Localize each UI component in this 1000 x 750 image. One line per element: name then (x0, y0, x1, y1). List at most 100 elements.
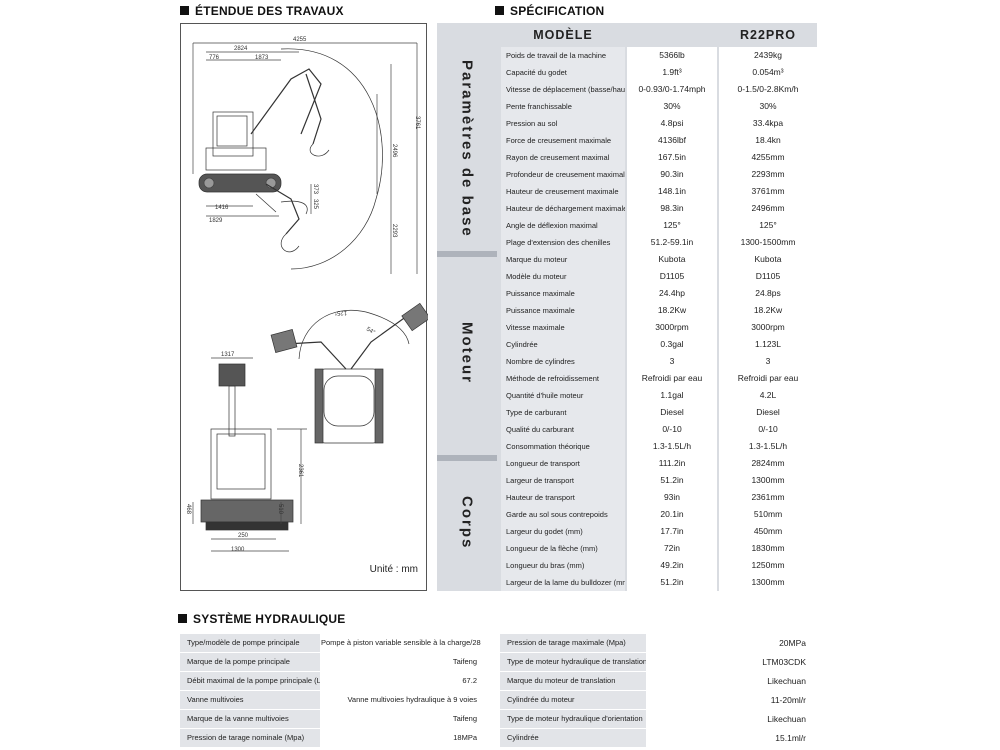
spec-label: Marque du moteur (501, 251, 625, 268)
spec-value-metric: 2824mm (719, 455, 817, 472)
spec-value-imperial: 90.3in (627, 166, 717, 183)
work-range-drawing: 4255 2824 776 1873 3761 2496 373 325 141… (180, 23, 428, 591)
hydraulic-value: 15.1ml/r (648, 729, 816, 747)
spec-value-imperial: 18.2Kw (627, 302, 717, 319)
hydraulic-value: 20MPa (648, 634, 816, 652)
hydraulic-label: Marque du moteur de translation (500, 672, 646, 690)
spec-value-metric: 30% (719, 98, 817, 115)
spec-value-metric: 1.3-1.5L/h (719, 438, 817, 455)
dim-373: 373 (312, 184, 318, 195)
hydraulic-label: Vanne multivoies (180, 691, 320, 709)
spec-value-metric: 1300mm (719, 472, 817, 489)
spec-label: Longueur de transport (501, 455, 625, 472)
square-bullet-icon (180, 6, 189, 15)
hydraulic-row: Pression de tarage maximale (Mpa)20MPa (500, 634, 816, 652)
spec-row: Méthode de refroidissement Refroidi par e… (501, 370, 817, 387)
spec-value-imperial: 1.1gal (627, 387, 717, 404)
spec-value-imperial: 125° (627, 217, 717, 234)
spec-value-metric: 1830mm (719, 540, 817, 557)
spec-value-metric: Kubota (719, 251, 817, 268)
hydraulic-label: Débit maximal de la pompe principale (L/… (180, 672, 320, 690)
spec-value-metric: Refroidi par eau (719, 370, 817, 387)
spec-value-imperial: 20.1in (627, 506, 717, 523)
spec-value-imperial: 0/-10 (627, 421, 717, 438)
spec-value-metric: 18.4kn (719, 132, 817, 149)
spec-value-metric: 1.123L (719, 336, 817, 353)
spec-value-imperial: 24.4hp (627, 285, 717, 302)
spec-value-imperial: 98.3in (627, 200, 717, 217)
dim-1829: 1829 (209, 218, 223, 224)
angle-54: 54° (365, 327, 376, 337)
dim-1300: 1300 (231, 547, 245, 553)
work-range-title-text: ÉTENDUE DES TRAVAUX (195, 4, 344, 18)
group-title-wrap: Moteur (437, 251, 497, 455)
header-model-label: MODÈLE (533, 28, 593, 42)
group-0: Paramètres de base (437, 47, 497, 251)
hydraulic-value: Likechuan (648, 710, 816, 728)
spec-row: Largeur de la lame du bulldozer (mm)51.2… (501, 574, 817, 591)
dim-2293: 2293 (391, 224, 397, 238)
spec-value-imperial: 0-0.93/0-1.74mph (627, 81, 717, 98)
spec-value-imperial: 4.8psi (627, 115, 717, 132)
spec-label: Longueur de la flèche (mm) (501, 540, 625, 557)
hydraulic-label: Cylindrée (500, 729, 646, 747)
dim-325: 325 (312, 199, 318, 210)
spec-value-imperial: Diesel (627, 404, 717, 421)
spec-value-metric: 2293mm (719, 166, 817, 183)
spec-value-metric: 33.4kpa (719, 115, 817, 132)
spec-label: Pression au sol (501, 115, 625, 132)
work-range-title: ÉTENDUE DES TRAVAUX (180, 4, 344, 18)
spec-value-imperial: 93in (627, 489, 717, 506)
hydraulic-value: Pompe à piston variable sensible à la ch… (321, 634, 487, 652)
group-2: Corps (437, 455, 497, 591)
hydraulic-value: Vanne multivoies hydraulique à 9 voies (321, 691, 487, 709)
spec-label: Plage d'extension des chenilles (501, 234, 625, 251)
spec-label: Méthode de refroidissement (501, 370, 625, 387)
hydraulic-value: LTM03CDK (648, 653, 816, 671)
spec-value-imperial: 49.2in (627, 557, 717, 574)
hydraulic-title: SYSTÈME HYDRAULIQUE (178, 612, 345, 626)
spec-value-metric: 510mm (719, 506, 817, 523)
dim-1873: 1873 (255, 55, 269, 61)
spec-value-metric: 1300-1500mm (719, 234, 817, 251)
group-title-wrap: Corps (437, 455, 497, 591)
dim-776: 776 (209, 55, 220, 61)
dim-2824: 2824 (234, 46, 248, 52)
spec-value-metric: 3761mm (719, 183, 817, 200)
hydraulic-value: 67.2 (321, 672, 487, 690)
square-bullet-icon (178, 614, 187, 623)
spec-value-metric: 1300mm (719, 574, 817, 591)
spec-value-imperial: 30% (627, 98, 717, 115)
spec-label: Force de creusement maximale (501, 132, 625, 149)
hydraulic-value: Taifeng (321, 710, 487, 728)
spec-title: SPÉCIFICATION (495, 4, 604, 18)
hydraulic-label: Type de moteur hydraulique d'orientation (500, 710, 646, 728)
spec-label: Rayon de creusement maximal (501, 149, 625, 166)
spec-label: Hauteur de déchargement maximale (501, 200, 625, 217)
hydraulic-value: Taifeng (321, 653, 487, 671)
spec-value-imperial: 3 (627, 353, 717, 370)
dim-250: 250 (238, 533, 249, 539)
spec-value-imperial: 51.2in (627, 472, 717, 489)
spec-label: Modèle du moteur (501, 268, 625, 285)
